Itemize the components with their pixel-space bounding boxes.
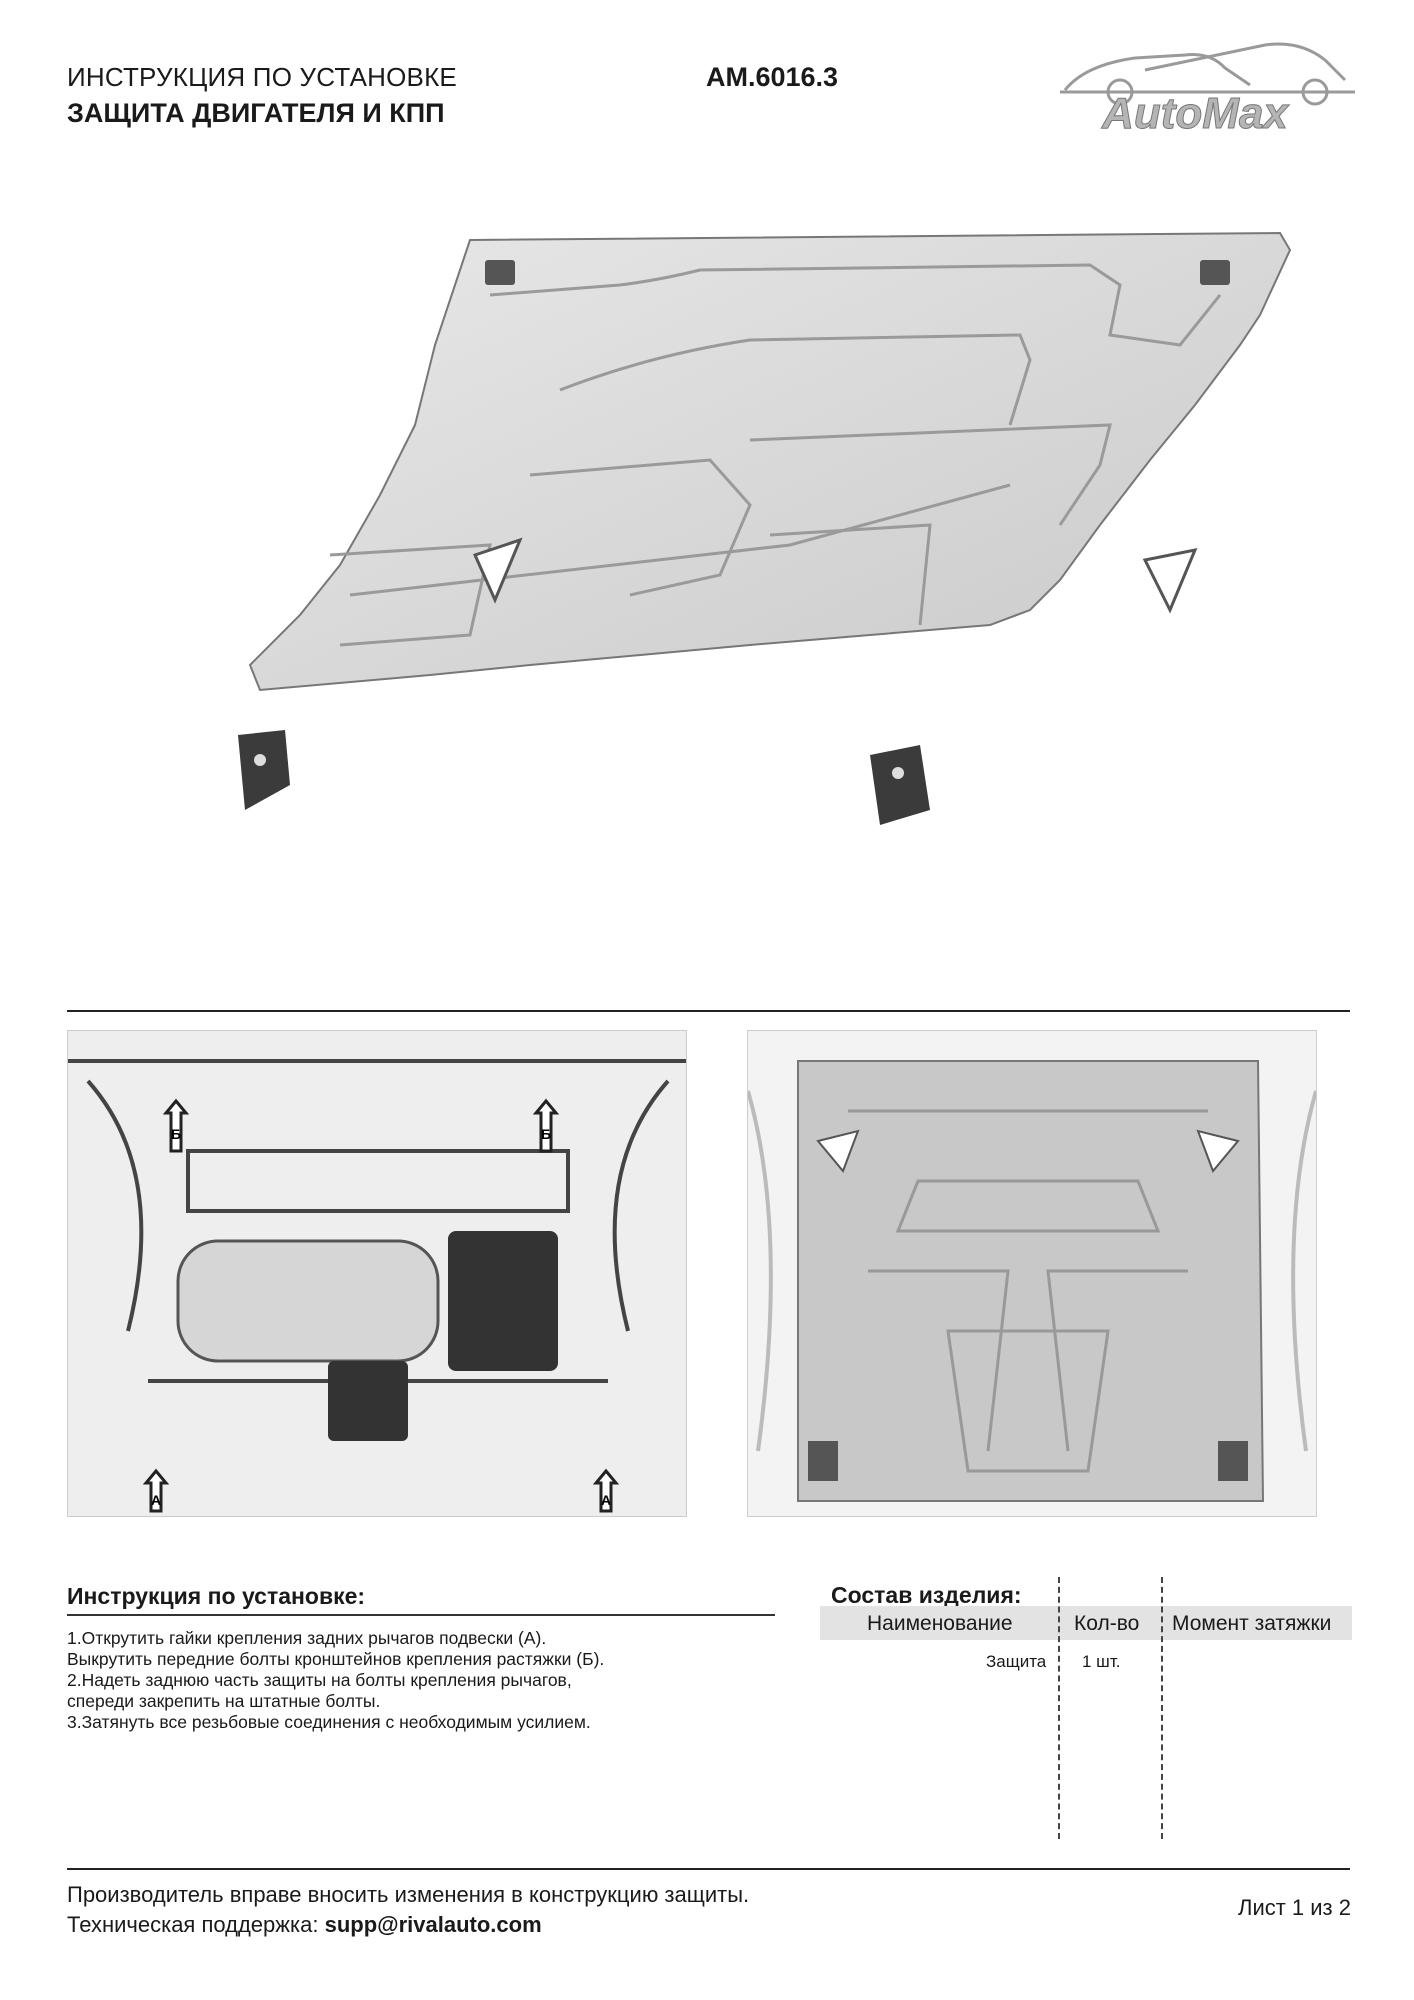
car-outline-icon <box>1060 42 1355 106</box>
section-divider <box>67 1010 1350 1012</box>
footer-divider <box>67 1868 1350 1870</box>
installed-plate-photo <box>747 1030 1317 1517</box>
instructions-text: 1.Открутить гайки крепления задних рычаг… <box>67 1628 605 1732</box>
product-code: АМ.6016.3 <box>706 62 839 92</box>
marker-a-right: А <box>601 1492 611 1508</box>
row-qty: 1 шт. <box>1082 1652 1121 1671</box>
marker-a-left: А <box>151 1492 161 1508</box>
support-label: Техническая поддержка: <box>67 1912 319 1937</box>
page-number: Лист 1 из 2 <box>1238 1895 1351 1920</box>
composition-heading: Состав изделия: <box>831 1582 1022 1608</box>
instructions-heading: Инструкция по установке: <box>67 1583 366 1609</box>
undercarriage-photo: Б Б А А <box>67 1030 687 1517</box>
row-name: Защита <box>986 1652 1047 1671</box>
support-line: Техническая поддержка: supp@rivalauto.co… <box>67 1912 542 1938</box>
support-email[interactable]: supp@rivalauto.com <box>324 1912 542 1937</box>
doc-subtitle: ИНСТРУКЦИЯ ПО УСТАНОВКЕ <box>67 62 457 92</box>
column-divider <box>1161 1577 1163 1839</box>
doc-title: ЗАЩИТА ДВИГАТЕЛЯ И КПП <box>67 98 445 128</box>
col-torque: Момент затяжки <box>1172 1612 1332 1635</box>
marker-b-left: Б <box>171 1126 181 1142</box>
col-qty: Кол-во <box>1074 1612 1140 1635</box>
brand-logo: AutoMax <box>1025 30 1365 139</box>
composition-header-band <box>820 1606 1352 1640</box>
footer-note: Производитель вправе вносить изменения в… <box>67 1882 750 1907</box>
column-divider <box>1058 1577 1060 1839</box>
marker-b-right: Б <box>541 1126 551 1142</box>
brand-text: AutoMax <box>1101 89 1289 135</box>
col-name: Наименование <box>867 1612 1013 1635</box>
skid-plate-drawing <box>230 225 1300 835</box>
instructions-underline <box>67 1614 775 1616</box>
